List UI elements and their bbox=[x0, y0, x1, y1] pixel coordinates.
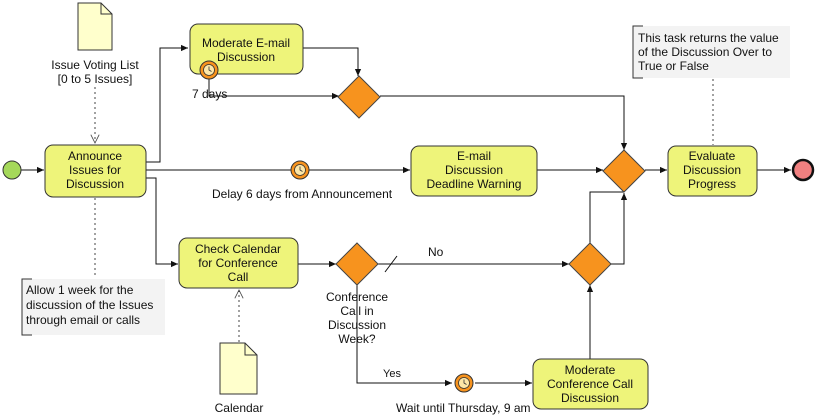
task-moderate-conference[interactable]: Moderate Conference Call Discussion bbox=[532, 358, 649, 410]
task-label: Check Calendar bbox=[195, 242, 281, 256]
document-issue-voting-list[interactable] bbox=[77, 2, 113, 51]
task-label: Moderate E-mail bbox=[202, 36, 290, 50]
flow-announce-to-moderate-email bbox=[146, 44, 188, 163]
task-email-warning[interactable]: E-mail Discussion Deadline Warning bbox=[410, 145, 538, 197]
label-no: No bbox=[428, 245, 444, 259]
label-seven-days: 7 days bbox=[192, 87, 227, 101]
label-delay-six-days: Delay 6 days from Announcement bbox=[212, 187, 393, 201]
flow-gateway-to-merge bbox=[380, 95, 628, 150]
timer-icon[interactable] bbox=[199, 60, 219, 80]
document-label: Calendar bbox=[215, 401, 264, 415]
end-event[interactable] bbox=[791, 158, 815, 182]
flow-merge2-up bbox=[589, 191, 624, 243]
document-calendar[interactable] bbox=[219, 342, 258, 395]
flow-gateway-yes bbox=[356, 285, 452, 387]
label-gateway-question: Discussion bbox=[328, 318, 386, 332]
task-label: Progress bbox=[688, 177, 736, 191]
default-flow-slash bbox=[384, 255, 398, 273]
annotation-return-value: This task returns the value of the Discu… bbox=[632, 25, 790, 79]
annotation-line: This task returns the value bbox=[638, 31, 779, 45]
document-label: [0 to 5 Issues] bbox=[58, 72, 133, 86]
label-gateway-question: Call in bbox=[340, 304, 373, 318]
annotation-line: Allow 1 week for the bbox=[26, 283, 134, 297]
timer-icon[interactable] bbox=[454, 373, 474, 393]
label-yes: Yes bbox=[383, 368, 401, 380]
task-label: Issues for bbox=[69, 163, 121, 177]
task-label: Discussion bbox=[66, 177, 124, 191]
flow-timer-7days bbox=[208, 78, 339, 100]
sequence-flows bbox=[21, 44, 791, 387]
annotation-line: discussion of the Issues bbox=[26, 298, 153, 312]
gateway-merge-evaluate[interactable] bbox=[602, 149, 646, 193]
flow-merge2-to-merge bbox=[611, 193, 628, 265]
start-event[interactable] bbox=[2, 160, 22, 180]
task-label: E-mail bbox=[457, 149, 491, 163]
flow-announce-to-check-calendar bbox=[146, 177, 178, 268]
label-gateway-question: Conference bbox=[326, 290, 388, 304]
task-moderate-email[interactable]: Moderate E-mail Discussion bbox=[189, 23, 304, 75]
task-label: Evaluate bbox=[689, 149, 736, 163]
task-label: Discussion bbox=[445, 163, 503, 177]
task-label: Conference Call bbox=[547, 377, 633, 391]
task-label: Call bbox=[228, 270, 249, 284]
task-label: Moderate bbox=[565, 363, 616, 377]
task-label: for Conference bbox=[198, 256, 278, 270]
gateway-conference-call[interactable] bbox=[335, 242, 379, 286]
annotation-line: True or False bbox=[638, 59, 709, 73]
task-evaluate-progress[interactable]: Evaluate Discussion Progress bbox=[667, 145, 758, 197]
gateway-merge-conference[interactable] bbox=[568, 242, 612, 286]
task-label: Discussion bbox=[561, 391, 619, 405]
task-label: Discussion bbox=[217, 50, 275, 64]
task-announce-issues[interactable]: Announce Issues for Discussion bbox=[44, 144, 147, 198]
timer-icon[interactable] bbox=[290, 160, 310, 180]
document-label: Issue Voting List bbox=[51, 58, 139, 72]
annotation-line: through email or calls bbox=[26, 313, 140, 327]
annotation-line: of the Discussion Over to bbox=[638, 45, 772, 59]
task-label: Discussion bbox=[683, 163, 741, 177]
flow-moderate-email-to-gateway bbox=[303, 47, 362, 76]
annotation-allow-week: Allow 1 week for the discussion of the I… bbox=[21, 278, 165, 336]
task-check-calendar[interactable]: Check Calendar for Conference Call bbox=[178, 237, 299, 289]
gateway-email-timeout[interactable] bbox=[337, 75, 381, 119]
label-wait-thursday: Wait until Thursday, 9 am bbox=[396, 401, 531, 415]
task-label: Deadline Warning bbox=[427, 177, 522, 191]
label-gateway-question: Week? bbox=[338, 332, 375, 346]
task-label: Announce bbox=[68, 149, 122, 163]
